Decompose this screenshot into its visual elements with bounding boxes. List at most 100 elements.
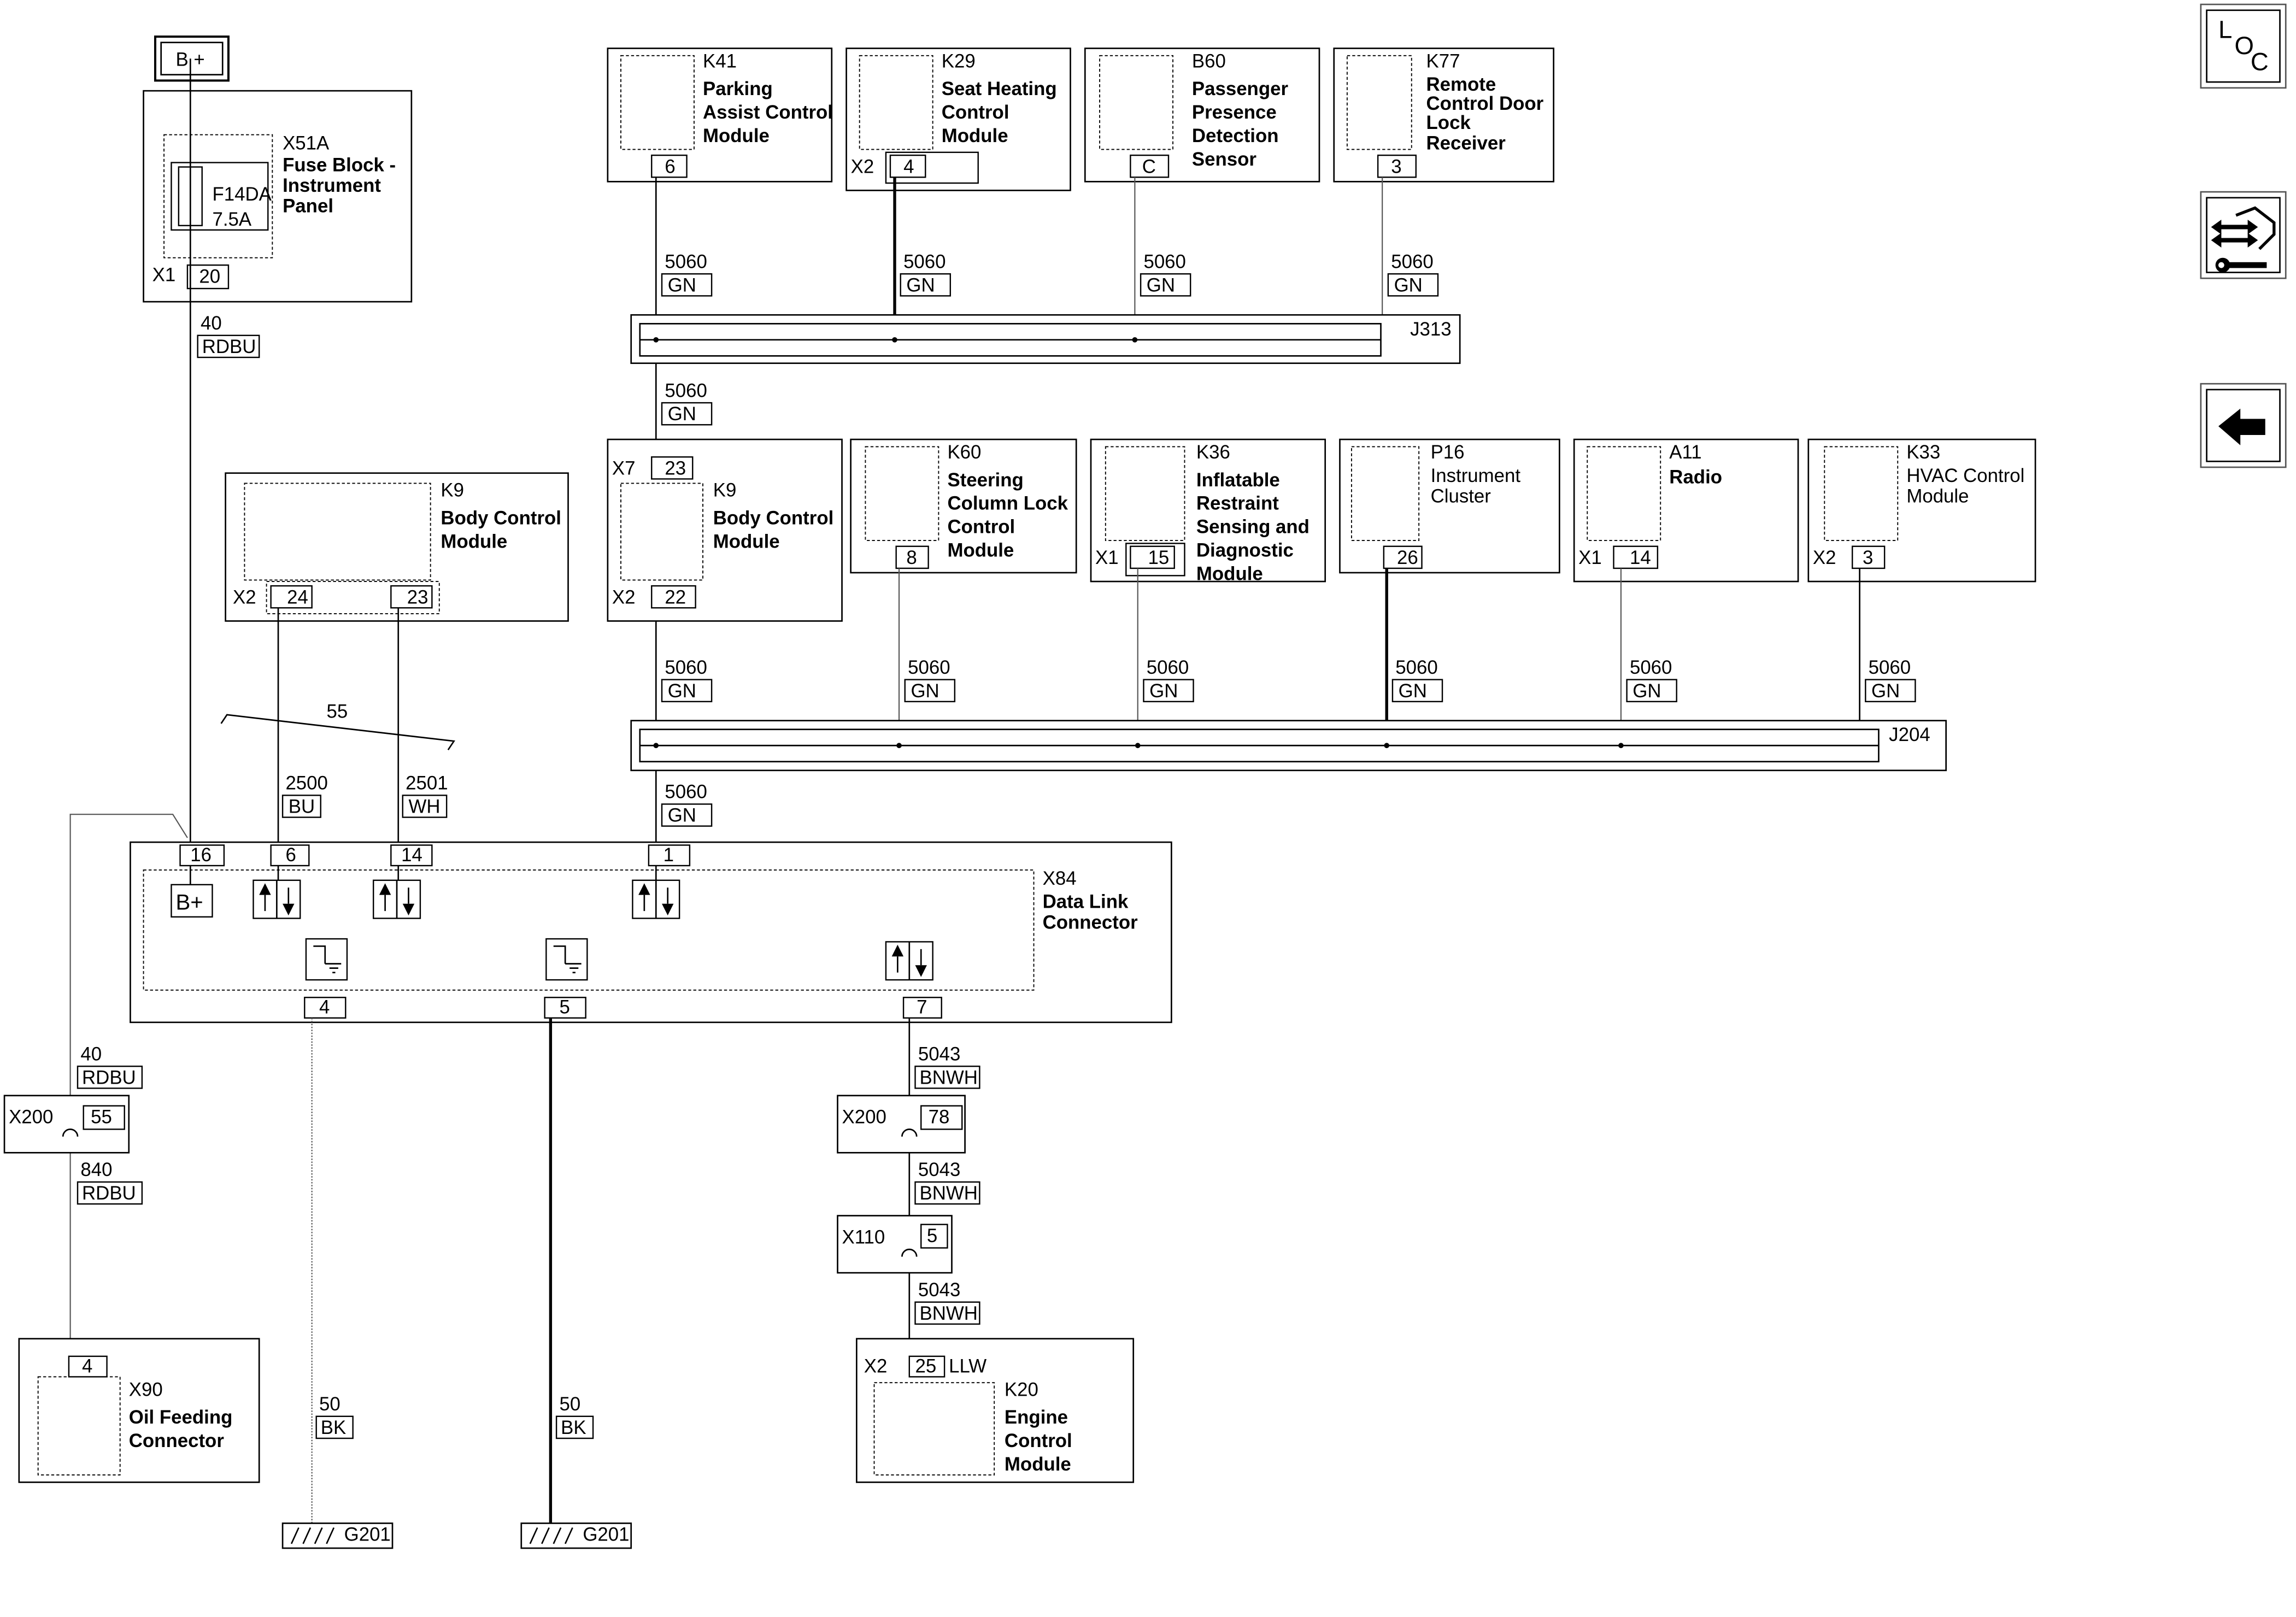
module-pin: 4 [903, 156, 914, 177]
back-button[interactable] [2200, 383, 2287, 468]
dlc-pin-7: 7 [917, 997, 927, 1018]
wire-color: GN [1394, 274, 1423, 296]
wire-label-5060-b60: 5060 GN [1140, 251, 1191, 297]
module-k29[interactable]: K29 Seat Heating Control Module X2 4 [845, 48, 1071, 191]
connector-repair-button[interactable] [2200, 191, 2287, 279]
fuse-block-name-2: Instrument [283, 175, 381, 196]
wire-label-50-b: 50 BK [555, 1393, 594, 1439]
ground-g201-a: G201 [281, 1522, 394, 1549]
bplus-terminal-icon: B+ [171, 884, 213, 918]
wire-color: WH [408, 796, 440, 818]
inline-connector-x200-left[interactable]: X200 55 [3, 1095, 130, 1154]
data-bidirectional-icon [372, 879, 421, 919]
module-name-3: Module [942, 125, 1008, 146]
module-name-3: Control [947, 516, 1015, 538]
wire-color: BK [321, 1417, 346, 1438]
fuse-block-name-3: Panel [283, 196, 333, 217]
bcm-connector-bottom: X2 [612, 586, 636, 608]
wire-label-5060-low: 5060 GN [661, 781, 713, 827]
module-name-2: Column Lock [947, 493, 1068, 514]
connector-repair-icon [2211, 206, 2276, 273]
module-name-4: Module [947, 539, 1014, 561]
module-id: P16 [1431, 442, 1465, 463]
wire-label-840: 840 RDBU [77, 1159, 143, 1205]
inline-connector-x200-right[interactable]: X200 78 [837, 1095, 966, 1154]
wire-label-5060-k29: 5060 GN [900, 251, 952, 297]
inline-connector-x110[interactable]: X110 5 [837, 1215, 953, 1274]
module-name: Radio [1669, 466, 1722, 487]
module-name-2: Assist Control [703, 102, 833, 123]
module-k36[interactable]: K36 Inflatable Restraint Sensing and Dia… [1090, 438, 1326, 584]
body-control-module-right[interactable]: X7 23 K9 Body Control Module X2 22 [607, 438, 843, 622]
module-name-2: Restraint [1196, 493, 1279, 514]
dlc-pin-6: 6 [285, 844, 296, 866]
module-name-4: Diagnostic [1196, 539, 1294, 561]
ecm-id: K20 [1005, 1379, 1038, 1400]
fuse-rating: 7.5A [212, 209, 251, 230]
module-name-4: Sensor [1192, 149, 1256, 170]
module-b60[interactable]: B60 Passenger Presence Detection Sensor … [1084, 48, 1320, 183]
ground-symbol-icon [305, 938, 348, 981]
module-name: Steering [947, 469, 1023, 491]
wire-label-5060-k36: 5060 GN [1143, 657, 1194, 703]
data-bidirectional-icon [632, 879, 680, 919]
module-name-3: Module [703, 125, 770, 146]
bcm-right-name-2: Module [713, 531, 780, 552]
dlc-pin-1: 1 [663, 844, 674, 866]
connector-pin: 78 [929, 1107, 950, 1128]
data-link-connector-x84[interactable]: X84 Data Link Connector 16 6 14 1 4 5 7 … [130, 841, 1172, 1024]
module-a11[interactable]: A11 Radio X1 14 [1573, 438, 1799, 583]
module-name: Inflatable [1196, 469, 1280, 491]
module-id: K33 [1906, 442, 1940, 463]
wire-label-5043-b: 5043 BNWH [914, 1159, 980, 1205]
module-id: K29 [942, 50, 976, 72]
wire-label-40-top: 40 RDBU [197, 313, 260, 358]
ecm-pin: 25 [915, 1355, 937, 1377]
wire-color: RDBU [202, 336, 256, 357]
wire-circuit: 5060 [903, 251, 946, 272]
ground-label: G201 [583, 1524, 629, 1545]
bcm-name: Body Control [441, 508, 561, 529]
wire-color: GN [1147, 274, 1175, 296]
module-k60[interactable]: K60 Steering Column Lock Control Module … [850, 438, 1077, 574]
module-pin: 14 [1630, 547, 1651, 568]
module-name: Passenger [1192, 78, 1289, 99]
wire-color: BNWH [920, 1067, 978, 1088]
wire-circuit: 5060 [1395, 657, 1437, 678]
bcm-pin-23: 23 [407, 586, 428, 608]
wire-color: BK [561, 1417, 586, 1438]
wire-color: GN [668, 274, 696, 296]
module-pin: 15 [1148, 547, 1170, 568]
oil-feeding-connector-x90[interactable]: 4 X90 Oil Feeding Connector [18, 1338, 260, 1483]
ground-g201-b: G201 [520, 1522, 632, 1549]
module-p16[interactable]: P16 Instrument Cluster 26 [1339, 438, 1560, 574]
body-control-module-left[interactable]: K9 Body Control Module X2 24 23 [225, 472, 569, 622]
wire-color: GN [911, 680, 939, 702]
ecm-name: Engine [1005, 1407, 1068, 1428]
wire-circuit: 5060 [1869, 657, 1911, 678]
module-k41[interactable]: K41 Parking Assist Control Module 6 [607, 48, 833, 183]
module-name: Parking [703, 78, 773, 99]
fuse-block-id: X51A [283, 132, 330, 154]
wire-color: GN [1633, 680, 1661, 702]
module-name-3: Lock [1426, 112, 1471, 133]
fuse-connector: X1 [152, 264, 176, 286]
fuse-block-x51a[interactable]: X51A Fuse Block - Instrument Panel F14DA… [143, 90, 413, 303]
engine-control-module-k20[interactable]: X2 25 LLW K20 Engine Control Module [855, 1338, 1135, 1483]
module-connector: X1 [1578, 547, 1602, 568]
module-id: K60 [947, 442, 981, 463]
wire-circuit: 5043 [918, 1159, 960, 1180]
locator-button[interactable]: L O C [2200, 3, 2287, 89]
connector-pin: 5 [927, 1225, 937, 1246]
splice-label: 55 [326, 701, 348, 722]
wire-color: GN [668, 403, 696, 425]
module-k33[interactable]: K33 HVAC Control Module X2 3 [1807, 438, 2036, 583]
ecm-name-3: Module [1005, 1454, 1071, 1475]
wire-circuit: 5043 [918, 1279, 960, 1301]
module-k77[interactable]: K77 Remote Control Door Lock Receiver 3 [1333, 48, 1554, 183]
dlc-pin-14: 14 [401, 844, 422, 866]
wire-color: RDBU [82, 1067, 136, 1088]
wire-circuit: 40 [201, 313, 222, 334]
wire-circuit: 840 [80, 1159, 112, 1180]
bcm-connector: X2 [233, 586, 256, 608]
